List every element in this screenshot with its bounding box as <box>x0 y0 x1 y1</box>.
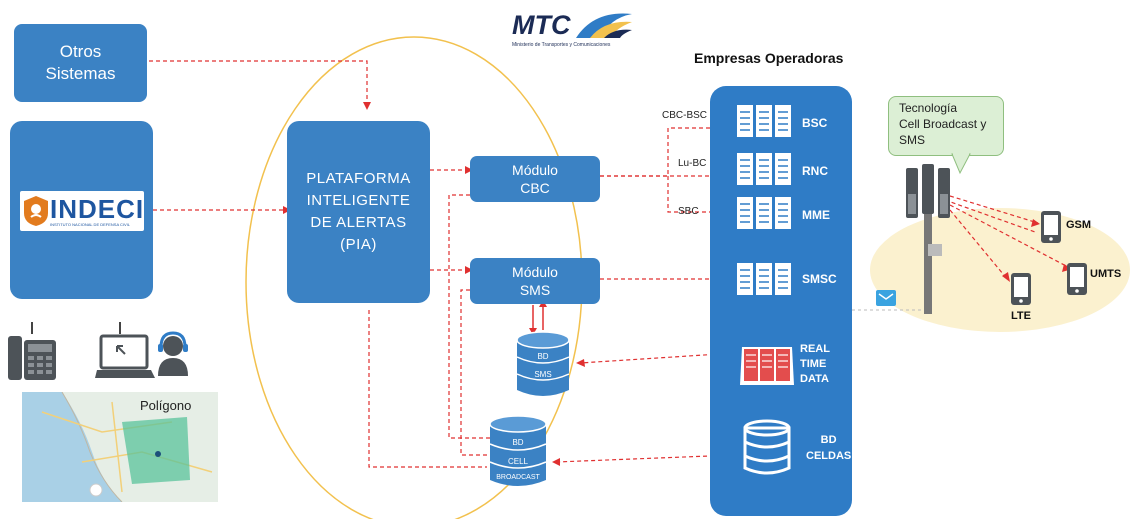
connector-tower-lte <box>949 209 1009 281</box>
indeci-box: INDECI INSTITUTO NACIONAL DE DEFENSA CIV… <box>10 121 153 299</box>
connector-sms-back <box>460 289 490 456</box>
bd-cell-line1: BD <box>512 438 524 447</box>
connector-pia-bdcell <box>368 310 487 468</box>
umts-phone-icon <box>1067 263 1087 295</box>
sms-envelope-icon <box>876 290 896 306</box>
pia-line2: INTELIGENTE <box>306 192 411 209</box>
umts-label: UMTS <box>1090 268 1122 280</box>
link-label-lu-bc: Lu-BC <box>678 158 707 169</box>
desk-phone-icon <box>8 322 56 380</box>
technology-line3: SMS <box>899 133 926 147</box>
pia-line4: (PIA) <box>340 236 377 253</box>
pia-box: PLATAFORMA INTELIGENTE DE ALERTAS (PIA) <box>287 121 430 303</box>
indeci-logo-text: INDECI <box>50 194 145 224</box>
bsc-label: BSC <box>802 116 828 130</box>
pia-line3: DE ALERTAS <box>310 214 407 231</box>
bd-celdas-line1: BD <box>820 434 837 446</box>
bd-celdas-label: BD CELDAS <box>806 432 851 464</box>
bd-cell-line3: BROADCAST <box>496 474 540 481</box>
otros-sistemas-line1: Otros <box>59 42 102 61</box>
lte-phone-icon <box>1011 273 1031 305</box>
modulo-cbc-line2: CBC <box>520 180 550 196</box>
gsm-phone-icon <box>1041 211 1061 243</box>
connector-tower-gsm <box>949 195 1039 224</box>
modulo-cbc-box: Módulo CBC <box>470 156 600 202</box>
smsc-server-icon <box>737 263 791 295</box>
mme-server-icon <box>737 197 791 229</box>
operators-title: Empresas Operadoras <box>694 50 844 66</box>
bd-sms-line1: BD <box>537 352 549 361</box>
otros-sistemas-box: Otros Sistemas <box>14 24 147 102</box>
bd-sms-line2: SMS <box>534 370 552 379</box>
otros-sistemas-line2: Sistemas <box>45 64 116 83</box>
bd-cell-line2: CELL <box>507 457 528 466</box>
link-label-sbc: SBC <box>678 206 699 217</box>
bd-sms-database-icon <box>516 331 570 396</box>
bd-celdas-line2: CELDAS <box>806 450 852 462</box>
map-graphic <box>22 392 218 502</box>
bd-sms-database: BD SMS <box>515 330 571 400</box>
mme-label: MME <box>802 208 830 222</box>
connector-otros-pia <box>149 60 368 102</box>
real-time-data-line1: REAL <box>800 343 830 355</box>
indeci-logo: INDECI INSTITUTO NACIONAL DE DEFENSA CIV… <box>20 191 144 231</box>
call-center-agent-icon <box>158 331 188 376</box>
technology-text: Tecnología Cell Broadcast y SMS <box>899 100 986 148</box>
gsm-label: GSM <box>1066 219 1092 231</box>
technology-bubble: Tecnología Cell Broadcast y SMS <box>888 96 1004 156</box>
link-label-cbc-bsc: CBC-BSC <box>662 110 708 121</box>
cell-tower-icon <box>906 164 950 314</box>
rnc-server-icon <box>737 153 791 185</box>
connector-tower-umts <box>949 204 1071 269</box>
connector-cbc-bsc <box>600 127 735 177</box>
map-polygon: Polígono <box>22 392 218 502</box>
real-time-data-server-icon <box>740 347 794 385</box>
bubble-tail <box>951 153 971 175</box>
smsc-label: SMSC <box>802 272 837 286</box>
real-time-data-line2: TIME <box>800 358 827 370</box>
pia-line1: PLATAFORMA <box>306 170 411 187</box>
connector-bdceldas-bdcell <box>555 454 736 463</box>
mtc-logo-text: MTC <box>512 10 571 40</box>
map-polygon-label: Polígono <box>140 398 192 413</box>
bsc-server-icon <box>737 105 791 137</box>
bd-cell-broadcast-database-icon <box>489 415 547 486</box>
mtc-logo-subtitle: Ministerio de Transportes y Comunicacion… <box>512 42 611 48</box>
bd-celdas-database-icon <box>743 419 791 475</box>
mtc-wave-icon <box>576 13 632 38</box>
technology-line1: Tecnología <box>899 101 958 115</box>
technology-line2: Cell Broadcast y <box>899 117 987 131</box>
mtc-logo: MTC Ministerio de Transportes y Comunica… <box>508 8 636 52</box>
bd-cell-broadcast-database: BD CELL BROADCAST <box>488 414 548 490</box>
connector-cbc-back <box>448 194 490 439</box>
lte-label: LTE <box>1011 310 1031 322</box>
real-time-data-label: REAL TIME DATA <box>800 342 830 387</box>
modulo-sms-line2: SMS <box>519 282 551 298</box>
laptop-icon <box>95 322 155 378</box>
modulo-sms-line1: Módulo <box>512 264 558 280</box>
indeci-emblem-icon <box>24 196 48 226</box>
real-time-data-line3: DATA <box>800 373 829 385</box>
modulo-sms-box: Módulo SMS <box>470 258 600 304</box>
modulo-cbc-line1: Módulo <box>512 162 558 178</box>
connector-tower-gsm2 <box>944 199 1036 233</box>
connector-rtd-bdsms <box>579 352 736 364</box>
indeci-logo-subtitle: INSTITUTO NACIONAL DE DEFENSA CIVIL <box>50 222 131 227</box>
rnc-label: RNC <box>802 164 828 178</box>
